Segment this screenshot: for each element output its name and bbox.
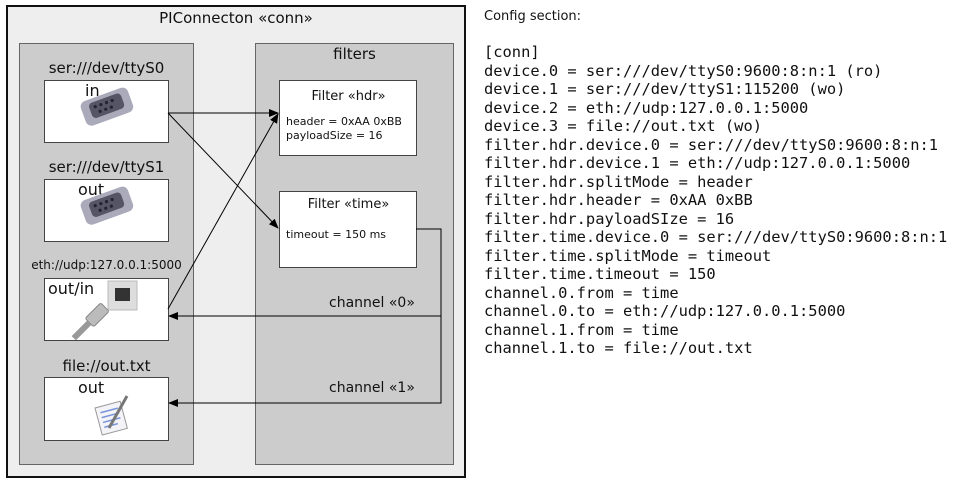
serial-port-icon (80, 87, 134, 126)
device-label: ser:///dev/ttyS0 (48, 59, 165, 77)
device-box-ttyS0[interactable]: in (44, 80, 169, 143)
config-line: filter.time.device.0 = ser:///dev/ttyS0:… (484, 228, 948, 246)
text-file-icon (94, 395, 129, 436)
config-line: device.3 = file://out.txt (wo) (484, 117, 762, 135)
config-line: filter.time.timeout = 150 (484, 265, 716, 283)
filter-param: timeout = 150 ms (286, 228, 387, 241)
device-mode: in (85, 81, 100, 100)
serial-port-icon (80, 186, 134, 225)
config-line: filter.hdr.device.1 = eth://udp:127.0.0.… (484, 154, 911, 172)
filter-title: Filter «hdr» (311, 89, 386, 104)
channel-label: channel «0» (329, 295, 415, 311)
config-line: channel.1.to = file://out.txt (484, 339, 753, 357)
filter-param: payloadSize = 16 (286, 129, 383, 142)
device-label: ser:///dev/ttyS1 (48, 158, 165, 176)
config-line: [conn] (484, 43, 540, 61)
config-text: [conn]device.0 = ser:///dev/ttyS0:9600:8… (484, 43, 947, 358)
config-line: filter.hdr.payloadSIze = 16 (484, 209, 735, 228)
filter-param: header = 0xAA 0xBB (286, 115, 402, 128)
filter-hdr[interactable]: Filter «hdr» header = 0xAA 0xBB payloadS… (279, 80, 417, 156)
filters-title: filters (333, 45, 376, 63)
device-mode: out (78, 378, 105, 397)
filter-title: Filter «time» (307, 197, 390, 212)
config-line: device.1 = ser:///dev/ttyS1:115200 (wo) (484, 80, 846, 98)
config-line: device.0 = ser:///dev/ttyS0:9600:8:n:1 (… (484, 61, 883, 80)
config-line: channel.1.from = time (484, 320, 679, 339)
config-line: filter.hdr.splitMode = header (484, 172, 753, 191)
device-box-file[interactable]: out (44, 377, 169, 441)
ethernet-icon (71, 280, 138, 340)
config-line: filter.time.splitMode = timeout (484, 246, 772, 265)
device-box-ttyS1[interactable]: out (44, 179, 169, 242)
config-line: channel.0.to = eth://udp:127.0.0.1:5000 (484, 302, 846, 320)
device-label: eth://udp:127.0.0.1:5000 (31, 258, 182, 272)
device-box-eth[interactable]: out/in (44, 278, 169, 341)
device-mode: out/in (48, 279, 95, 298)
config-heading: Config section: (484, 9, 582, 24)
device-label: file://out.txt (62, 357, 151, 375)
config-line: filter.hdr.device.0 = ser:///dev/ttyS0:9… (484, 135, 939, 154)
filter-time[interactable]: Filter «time» timeout = 150 ms (279, 191, 417, 268)
channel-label: channel «1» (329, 380, 415, 396)
diagram-title: PIConnecton «conn» (159, 9, 313, 27)
config-line: device.2 = eth://udp:127.0.0.1:5000 (484, 98, 809, 117)
config-line: filter.hdr.header = 0xAA 0xBB (484, 191, 753, 209)
config-line: channel.0.from = time (484, 283, 679, 302)
device-mode: out (78, 180, 105, 199)
